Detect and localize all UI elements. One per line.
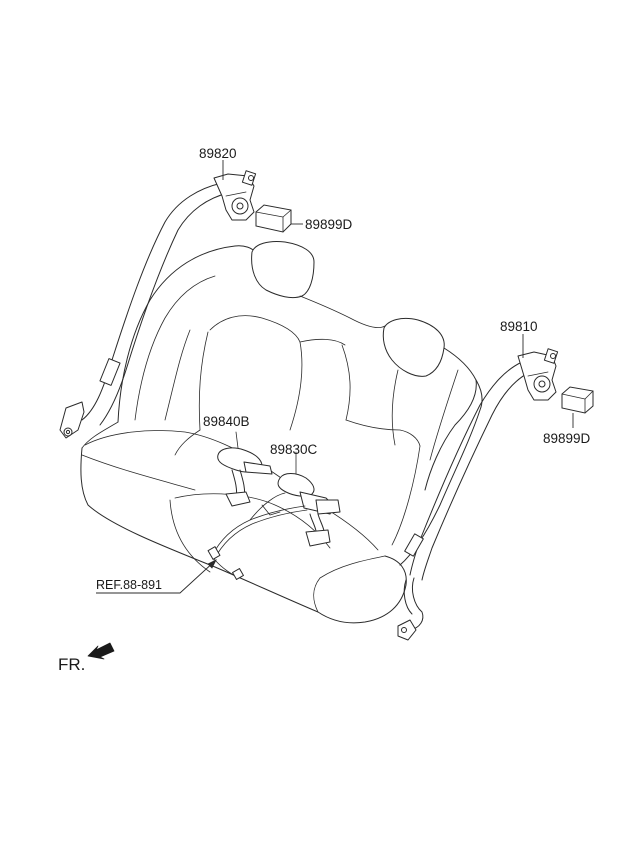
label-reference: REF.88-891 xyxy=(96,578,162,592)
belt-guide-left xyxy=(99,358,121,386)
headrest-right xyxy=(382,317,445,377)
seat-belt-right xyxy=(397,348,559,641)
front-arrow-icon xyxy=(87,642,115,660)
belt-guide-right xyxy=(404,533,424,557)
wire-harness xyxy=(207,492,308,580)
buckle-left xyxy=(217,431,273,507)
label-retractor-right: 89810 xyxy=(500,319,538,334)
label-buckle-center: 89830C xyxy=(270,442,318,457)
headrest-left xyxy=(251,241,315,299)
buckle-center xyxy=(277,451,341,547)
label-pad-right: 89899D xyxy=(543,431,591,446)
seat-back-right xyxy=(424,347,477,491)
pad-right xyxy=(561,386,594,428)
rear-seat-illustration xyxy=(80,241,483,624)
seat-belt-left xyxy=(59,170,257,439)
label-front-direction: FR. xyxy=(58,655,85,674)
label-buckle-left: 89840B xyxy=(203,414,250,429)
retractor-left xyxy=(213,173,255,221)
webbing-right xyxy=(409,361,523,576)
seat-back-left xyxy=(117,245,256,423)
reference-callout: REF.88-891 xyxy=(96,559,217,594)
front-direction-indicator: FR. xyxy=(58,642,115,674)
label-pad-left: 89899D xyxy=(305,217,353,232)
seat-cushion xyxy=(80,447,407,624)
label-retractor-left: 89820 xyxy=(199,146,237,161)
webbing-left xyxy=(81,182,223,421)
pad-left xyxy=(255,204,303,233)
anchor-plate-left xyxy=(59,401,85,439)
